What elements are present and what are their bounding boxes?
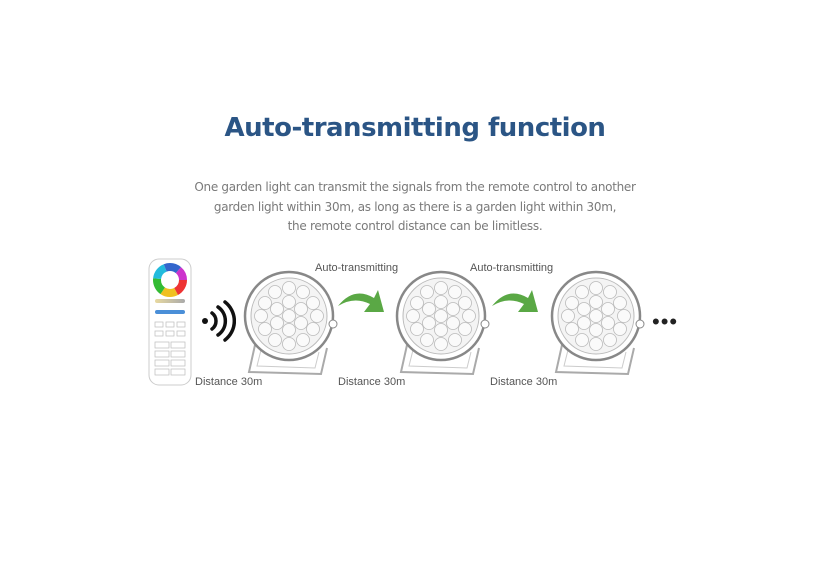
garden-light-icon (395, 270, 495, 385)
distance-label: Distance 30m (338, 376, 406, 388)
green-arrow-icon (492, 290, 538, 312)
wireless-signal-icon (202, 300, 236, 342)
garden-light-icon (243, 270, 343, 385)
description-line: garden light within 30m, as long as ther… (213, 199, 617, 214)
description: One garden light can transmit the signal… (0, 178, 830, 237)
remote-control-icon (148, 258, 192, 386)
distance-label: Distance 30m (195, 376, 263, 388)
auto-transmitting-label: Auto-transmitting (315, 262, 399, 274)
distance-label: Distance 30m (490, 376, 558, 388)
page-title: Auto-transmitting function (224, 113, 606, 143)
garden-light-icon (550, 270, 650, 385)
continuation-dots: ••• (652, 309, 679, 334)
description-line: the remote control distance can be limit… (287, 219, 543, 233)
green-arrow-icon (338, 290, 384, 312)
description-line: One garden light can transmit the signal… (194, 180, 636, 194)
auto-transmitting-label: Auto-transmitting (470, 262, 554, 274)
